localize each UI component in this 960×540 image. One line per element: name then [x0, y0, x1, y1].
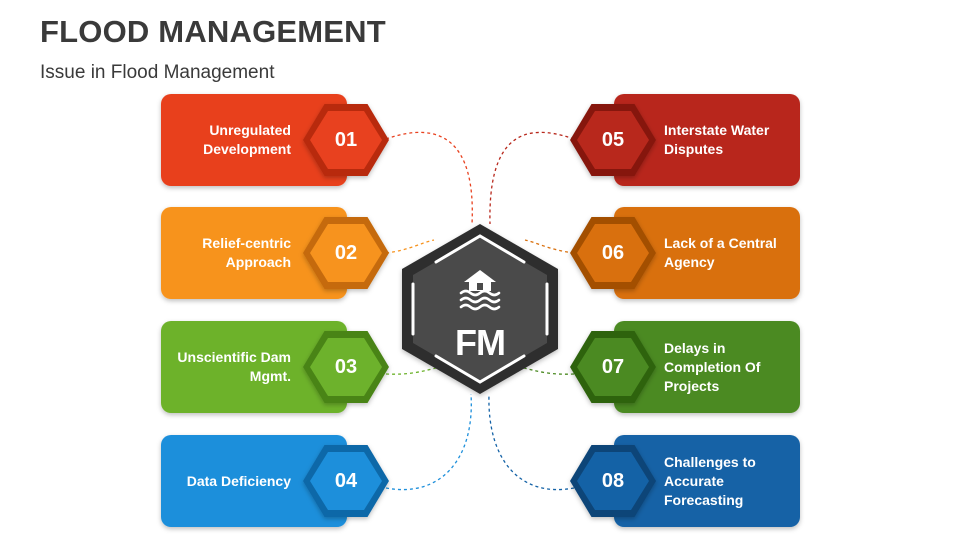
issue-label: Interstate Water Disputes: [664, 94, 782, 186]
issue-label: Unregulated Development: [173, 94, 291, 186]
number-hexagon-inner: [310, 111, 382, 169]
issue-label-text: Data Deficiency: [186, 472, 291, 489]
issue-label: Delays in Completion Of Projects: [664, 321, 782, 413]
issue-label-text: Relief-centric Approach: [202, 235, 291, 270]
issue-label-text: Lack of a Central Agency: [664, 235, 777, 270]
issue-number: 07: [601, 355, 625, 378]
connector-line: [489, 131, 575, 225]
center-label: FM: [455, 322, 506, 363]
issue-label-text: Interstate Water Disputes: [664, 122, 770, 157]
connector-lines: [385, 131, 575, 491]
issue-label-text: Unscientific Dam Mgmt.: [177, 349, 291, 384]
connector-line: [524, 239, 575, 254]
number-hexagon-inner: [577, 452, 649, 510]
issue-number: 08: [601, 469, 625, 492]
number-hexagon-inner: [577, 224, 649, 282]
issue-label: Challenges to Accurate Forecasting: [664, 435, 782, 527]
number-hexagon-inner: [310, 452, 382, 510]
flooded-house-icon: [459, 270, 501, 311]
connector-line: [488, 393, 575, 491]
connector-line: [523, 367, 575, 375]
number-hexagon-inner: [310, 224, 382, 282]
connector-line: [385, 131, 473, 225]
issue-label-text: Delays in Completion Of Projects: [664, 339, 761, 394]
issue-card: [614, 207, 800, 299]
page-title: FLOOD MANAGEMENT: [40, 14, 386, 49]
number-hexagon-inner: [577, 111, 649, 169]
issue-card: [161, 94, 347, 186]
issue-label-text: Challenges to Accurate Forecasting: [664, 453, 756, 508]
number-hexagon-inner: [577, 338, 649, 396]
issue-card: [614, 321, 800, 413]
issue-card: [614, 94, 800, 186]
issue-label-text: Unregulated Development: [203, 122, 291, 157]
issue-number: 05: [601, 128, 625, 151]
connector-line: [385, 367, 437, 375]
center-hub: [402, 224, 558, 394]
issue-card: [161, 435, 347, 527]
issue-label: Data Deficiency: [173, 435, 291, 527]
issue-number: 01: [334, 128, 358, 151]
issue-label: Lack of a Central Agency: [664, 207, 782, 299]
issue-card: [614, 435, 800, 527]
issue-label: Unscientific Dam Mgmt.: [173, 321, 291, 413]
issue-number: 03: [334, 355, 358, 378]
issue-card: [161, 321, 347, 413]
page-subtitle: Issue in Flood Management: [40, 62, 275, 83]
issue-card: [161, 207, 347, 299]
cards-layer: [161, 94, 800, 527]
issue-number: 06: [601, 241, 625, 264]
issue-number: 04: [334, 469, 358, 492]
number-hexagon-inner: [310, 338, 382, 396]
connector-line: [385, 239, 435, 254]
issue-number: 02: [334, 241, 358, 264]
connector-line: [385, 393, 472, 491]
issue-label: Relief-centric Approach: [173, 207, 291, 299]
